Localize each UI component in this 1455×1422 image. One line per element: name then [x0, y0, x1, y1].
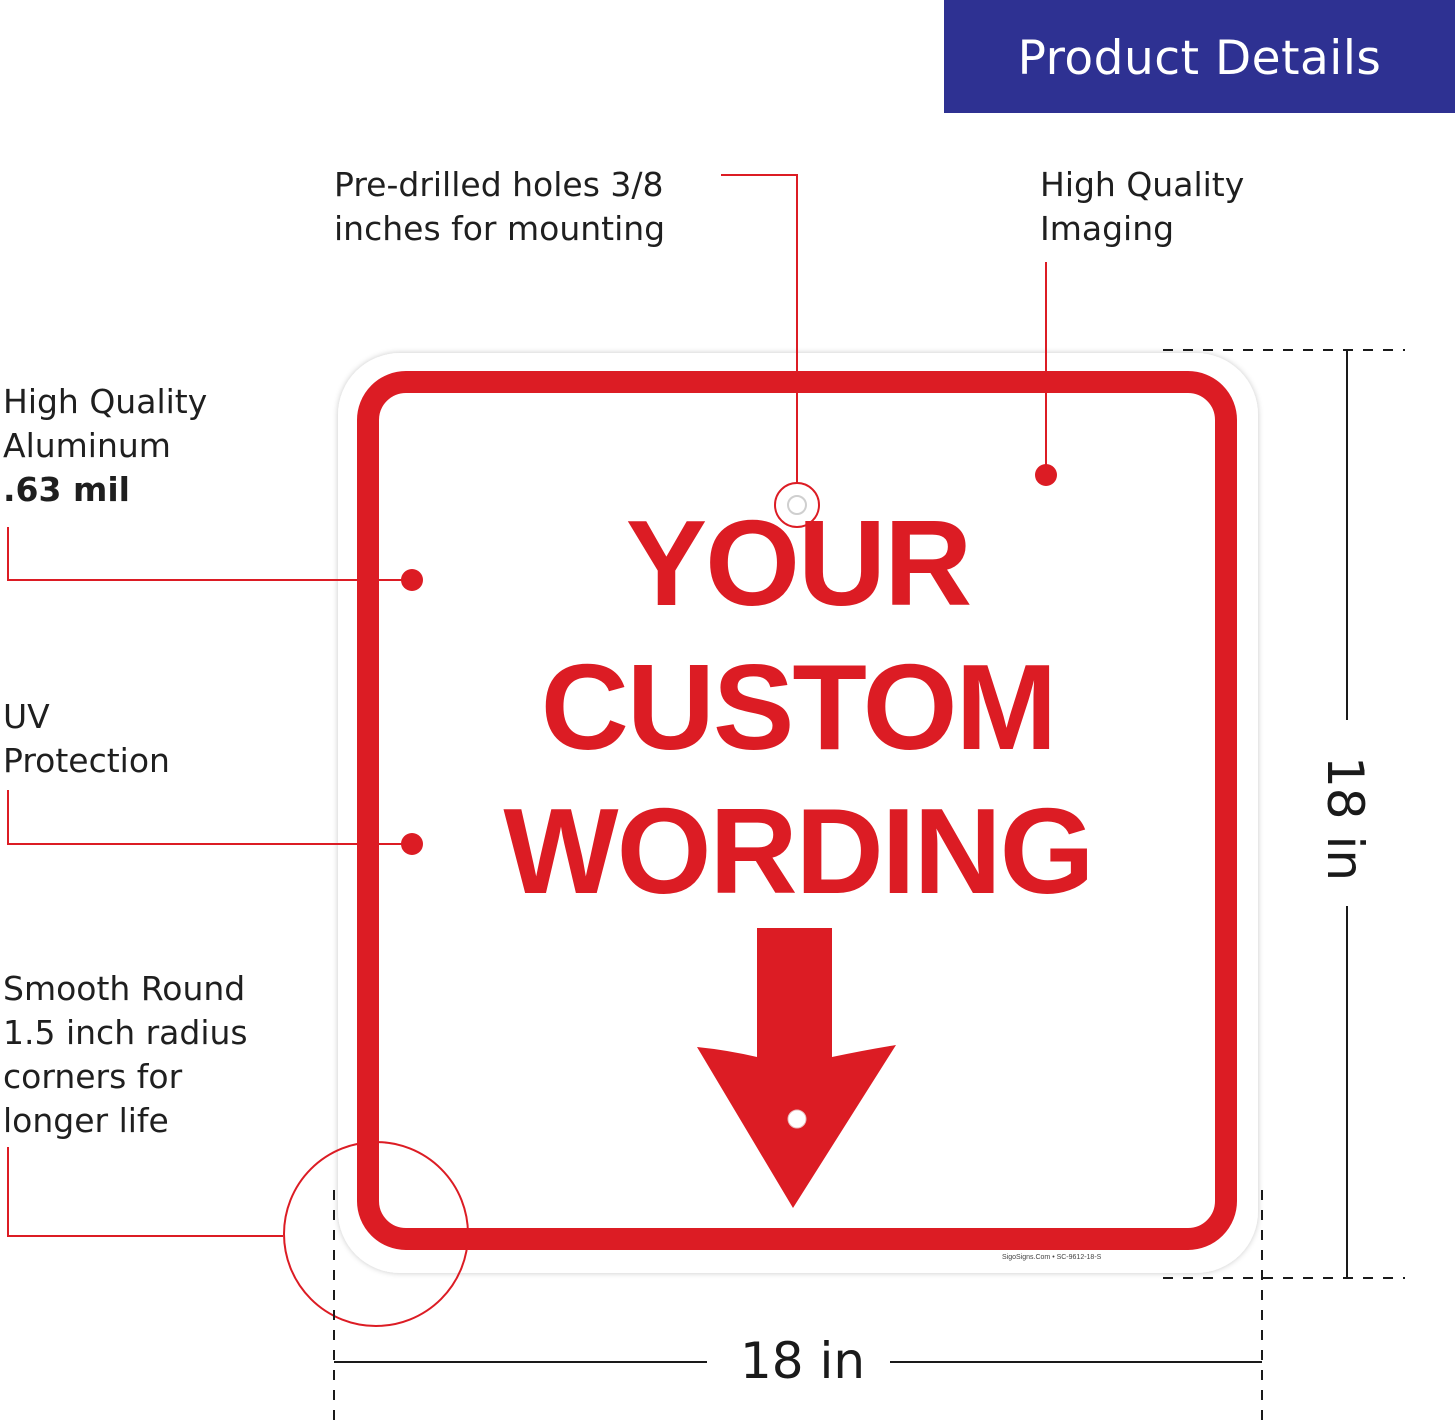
arrow-down-icon — [697, 928, 896, 1208]
callout-dot-aluminum — [401, 569, 423, 591]
mounting-hole-top — [787, 495, 807, 515]
feature-aluminum-line-2: Aluminum — [3, 426, 171, 465]
callout-dot-imaging — [1035, 464, 1057, 486]
callout-line-corners — [7, 1147, 283, 1237]
feature-aluminum-line-1: High Quality — [3, 382, 208, 421]
callout-line-aluminum — [7, 527, 405, 581]
width-dimension — [333, 1190, 1263, 1420]
sign-imprint: SigoSigns.Com • SC-9612-18-S — [1002, 1254, 1102, 1261]
header-title: Product Details — [1017, 31, 1382, 86]
sign-line-1: YOUR — [625, 495, 972, 631]
feature-corners-line-3: corners for — [3, 1057, 183, 1096]
feature-aluminum: High Quality Aluminum .63 mil — [3, 380, 207, 512]
feature-imaging-line-2: Imaging — [1040, 209, 1175, 248]
header-banner: Product Details — [944, 0, 1455, 113]
sign-line-3: WORDING — [503, 783, 1094, 919]
callout-line-holes — [721, 174, 798, 483]
feature-imaging: High Quality Imaging — [1040, 163, 1244, 251]
feature-uv-line-1: UV — [3, 697, 50, 736]
feature-aluminum-thickness: .63 mil — [3, 470, 130, 509]
feature-uv-line-2: Protection — [3, 741, 170, 780]
height-dimension — [1163, 349, 1405, 1279]
width-label: 18 in — [740, 1332, 866, 1390]
height-label: 18 in — [1316, 756, 1374, 882]
feature-holes: Pre-drilled holes 3/8 inches for mountin… — [334, 163, 665, 251]
callout-line-uv — [7, 790, 405, 845]
mounting-hole-bottom — [787, 1109, 807, 1129]
callout-dot-uv — [401, 833, 423, 855]
feature-corners: Smooth Round 1.5 inch radius corners for… — [3, 967, 248, 1143]
feature-imaging-line-1: High Quality — [1040, 165, 1245, 204]
sign-plate — [338, 353, 1258, 1273]
feature-holes-line-2: inches for mounting — [334, 209, 666, 248]
feature-corners-line-4: longer life — [3, 1101, 169, 1140]
feature-uv: UV Protection — [3, 695, 170, 783]
sign-line-2: CUSTOM — [540, 639, 1057, 775]
corner-highlight-ring — [283, 1141, 469, 1327]
feature-corners-line-1: Smooth Round — [3, 969, 246, 1008]
feature-holes-line-1: Pre-drilled holes 3/8 — [334, 165, 664, 204]
feature-corners-line-2: 1.5 inch radius — [3, 1013, 248, 1052]
